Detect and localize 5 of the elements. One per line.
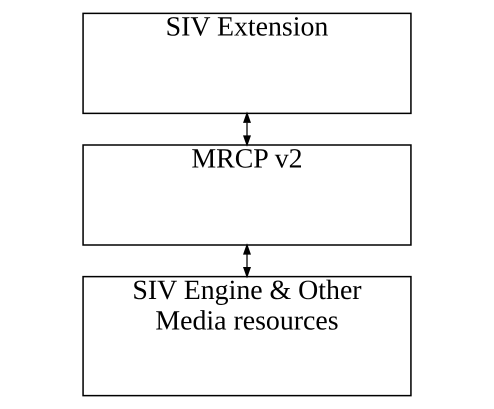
arrow (243, 243, 251, 278)
arrow (243, 112, 251, 147)
node-box: SIV Extension (82, 12, 412, 114)
node-box: MRCP v2 (82, 144, 412, 246)
node-box: SIV Engine & Other Media resources (82, 276, 412, 396)
